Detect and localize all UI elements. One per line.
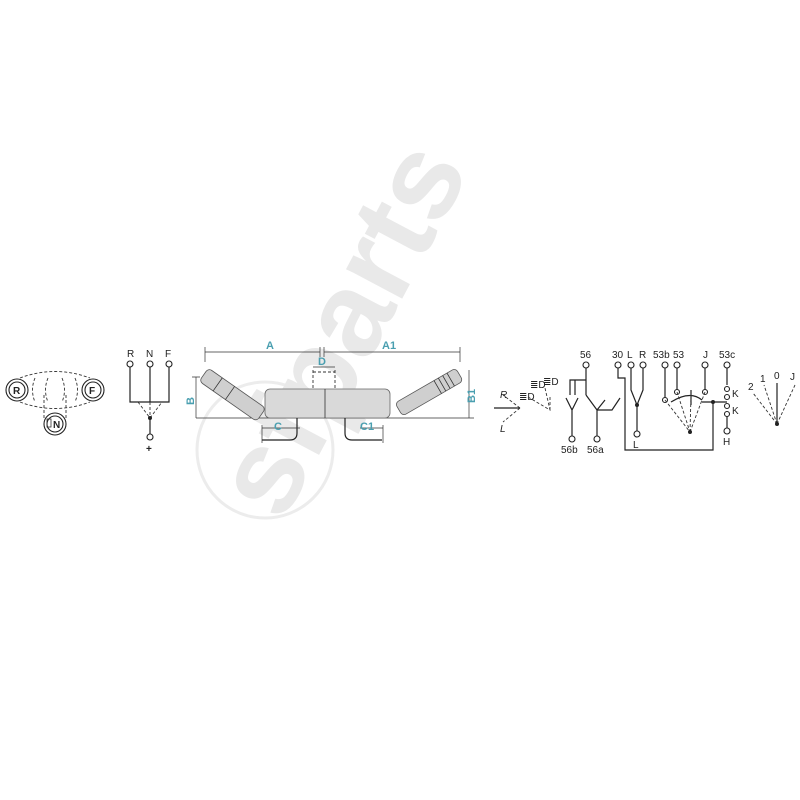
- svg-text:C: C: [274, 421, 282, 433]
- svg-text:A: A: [266, 340, 274, 352]
- svg-text:R: R: [13, 386, 21, 397]
- svg-text:56b: 56b: [561, 445, 578, 456]
- wiring-diagram: 56 56b 56a 30 L R L 53b 53 J 53c: [561, 350, 739, 456]
- svg-text:R: R: [639, 350, 646, 361]
- svg-text:B: B: [185, 397, 197, 405]
- svg-text:K: K: [732, 406, 739, 417]
- svg-text:53c: 53c: [719, 350, 735, 361]
- svg-text:L: L: [627, 350, 633, 361]
- svg-text:56a: 56a: [587, 445, 604, 456]
- svg-text:H: H: [723, 437, 730, 448]
- svg-text:N: N: [53, 420, 60, 431]
- svg-text:≣D: ≣D: [530, 380, 546, 391]
- wiper-position-diagram: 2 1 0 J: [748, 371, 796, 426]
- lamp-icon: [46, 418, 52, 428]
- svg-text:N: N: [146, 349, 153, 360]
- svg-text:R: R: [127, 349, 134, 360]
- indicator-direction-symbol: R L: [494, 390, 521, 435]
- svg-text:≣D: ≣D: [543, 377, 559, 388]
- svg-text:30: 30: [612, 350, 624, 361]
- svg-text:sfparts: sfparts: [187, 120, 493, 536]
- svg-text:F: F: [89, 386, 95, 397]
- svg-text:J: J: [790, 372, 795, 383]
- svg-text:F: F: [165, 349, 171, 360]
- svg-text:R: R: [500, 390, 507, 401]
- svg-text:53b: 53b: [653, 350, 670, 361]
- rnf-schematic: R N F +: [126, 349, 173, 455]
- svg-text:B1: B1: [466, 389, 478, 403]
- switch-body: [264, 388, 391, 419]
- svg-text:L: L: [500, 424, 506, 435]
- watermark: sfparts: [187, 120, 493, 536]
- headlight-symbols: ≣D ≣D ≣D: [519, 377, 559, 411]
- svg-text:2: 2: [748, 382, 754, 393]
- svg-text:L: L: [633, 440, 639, 451]
- svg-text:K: K: [732, 389, 739, 400]
- position-selector-icon: R F N: [5, 371, 105, 436]
- svg-text:J: J: [703, 350, 708, 361]
- svg-text:0: 0: [774, 371, 780, 382]
- svg-text:1: 1: [760, 374, 766, 385]
- switch-dimension-drawing: A A1 D B B1 C C1: [185, 340, 478, 443]
- svg-text:+: +: [146, 444, 152, 455]
- svg-text:≣D: ≣D: [519, 392, 535, 403]
- svg-text:C1: C1: [360, 421, 374, 433]
- svg-text:D: D: [318, 356, 326, 368]
- left-lever: [200, 369, 265, 421]
- svg-text:53: 53: [673, 350, 685, 361]
- svg-text:A1: A1: [382, 340, 396, 352]
- svg-text:56: 56: [580, 350, 592, 361]
- right-lever: [396, 369, 463, 415]
